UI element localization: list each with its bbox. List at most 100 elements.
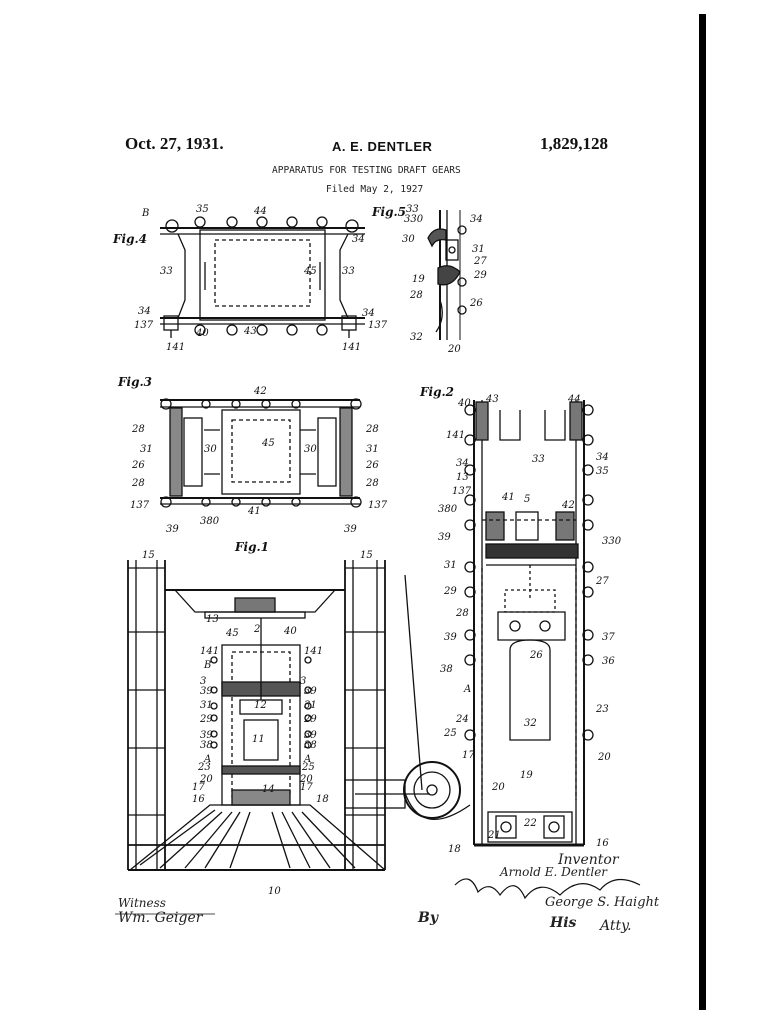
fig2-ref-numeral: 36 (602, 656, 615, 667)
fig3-ref-numeral: 31 (140, 444, 153, 455)
fig2-ref-numeral: 39 (438, 532, 451, 543)
fig5-ref-numeral: 28 (409, 290, 423, 301)
fig4-ref-numeral: 34 (138, 306, 151, 317)
fig1-ref-numeral: 20 (199, 774, 213, 785)
by-label: By (418, 910, 438, 926)
fig4-ref-numeral: 45 (303, 266, 317, 277)
fig1-ref-numeral: A (203, 754, 211, 765)
fig1-ref-numeral: 141 (304, 646, 323, 657)
fig1-ref-numeral: 31 (200, 700, 213, 711)
fig1-ref-numeral: 3 (300, 676, 306, 687)
fig2-ref-numeral: 39 (444, 632, 457, 643)
fig1-ref-numeral: 2 (253, 624, 260, 635)
fig5-ref-numeral: 31 (472, 244, 485, 255)
fig5-ref-numeral: 19 (412, 274, 425, 285)
fig1-ref-numeral: 38 (200, 740, 213, 751)
fig1-ref-numeral: 15 (142, 550, 155, 561)
patent-title: APPARATUS FOR TESTING DRAFT GEARS (272, 165, 461, 176)
fig2-ref-numeral: 32 (524, 718, 537, 729)
fig4-label: Fig.4 (113, 232, 147, 246)
fig3-ref-numeral: 28 (131, 424, 145, 435)
fig1-ref-numeral: 20 (299, 774, 313, 785)
fig1-ref-numeral: 18 (316, 794, 329, 805)
fig4-drawing (160, 216, 365, 338)
fig5-ref-numeral: 30 (402, 234, 415, 245)
fig2-ref-numeral: 43 (485, 394, 499, 405)
fig1-ref-numeral: 141 (200, 646, 219, 657)
fig2-label: Fig.2 (420, 385, 454, 399)
fig2-ref-numeral: 380 (438, 504, 458, 515)
fig1-ref-numeral: 3 (200, 676, 206, 687)
fig1-ref-numeral: 39 (304, 730, 317, 741)
fig1-ref-numeral: 23 (197, 762, 211, 773)
fig2-ref-numeral: 34 (456, 458, 469, 469)
fig5-ref-numeral: 29 (473, 270, 487, 281)
fig1-ref-numeral: 13 (206, 614, 219, 625)
fig1-ref-numeral: A (303, 754, 311, 765)
fig3-ref-numeral: 39 (344, 524, 357, 535)
fig2-ref-numeral: 20 (491, 782, 505, 793)
fig2-ref-numeral: 13 (456, 472, 469, 483)
fig2-ref-numeral: 22 (523, 818, 537, 829)
filed-date: Filed May 2, 1927 (326, 184, 424, 195)
inventor-signature: Arnold E. Dentler (500, 865, 608, 879)
fig3-ref-numeral: 26 (365, 460, 379, 471)
fig4-ref-numeral: 141 (166, 342, 185, 353)
fig2-ref-numeral: 18 (448, 844, 461, 855)
fig2-ref-numeral: 19 (520, 770, 533, 781)
fig1-label: Fig.1 (235, 540, 269, 554)
fig3-ref-numeral: 45 (261, 438, 275, 449)
fig1-ref-numeral: 14 (262, 784, 275, 795)
fig2-ref-numeral: 40 (457, 398, 471, 409)
fig3-ref-numeral: 28 (365, 424, 379, 435)
fig3-ref-numeral: 30 (304, 444, 317, 455)
fig3-ref-numeral: 31 (366, 444, 379, 455)
fig4-ref-numeral: 33 (342, 266, 355, 277)
fig5-label: Fig.5 (372, 205, 406, 219)
fig5-ref-numeral: 32 (410, 332, 423, 343)
fig1-ref-numeral: 29 (199, 714, 213, 725)
fig2-ref-numeral: 137 (452, 486, 472, 497)
fig5-ref-numeral: 34 (470, 214, 483, 225)
fig4-ref-numeral: 137 (134, 320, 154, 331)
fig2-ref-numeral: 23 (595, 704, 609, 715)
fig3-drawing (160, 398, 362, 508)
fig3-ref-numeral: 30 (204, 444, 217, 455)
fig2-drawing (464, 400, 594, 847)
fig2-ref-numeral: 37 (602, 632, 615, 643)
fig2-ref-numeral: 16 (596, 838, 609, 849)
fig2-ref-numeral: 28 (455, 608, 469, 619)
his-label: His (550, 915, 577, 931)
atty-label: Atty. (600, 918, 632, 934)
fig2-ref-numeral: 38 (440, 664, 453, 675)
fig4-ref-numeral: B (141, 208, 149, 219)
fig1-ref-numeral: 17 (192, 782, 205, 793)
fig5-drawing (427, 210, 467, 340)
fig4-ref-numeral: 33 (160, 266, 173, 277)
fig3-label: Fig.3 (118, 375, 152, 389)
fig1-ref-numeral: 45 (225, 628, 239, 639)
fig2-ref-numeral: 35 (596, 466, 609, 477)
fig4-ref-numeral: 34 (362, 308, 375, 319)
fig2-ref-numeral: 25 (443, 728, 457, 739)
fig4-ref-numeral: 141 (342, 342, 361, 353)
fig3-ref-numeral: 42 (253, 386, 267, 397)
fig4-ref-numeral: 35 (196, 204, 209, 215)
fig2-ref-numeral: A (463, 684, 471, 695)
fig2-ref-numeral: 31 (444, 560, 457, 571)
fig1-ref-numeral: 39 (200, 730, 213, 741)
fig1-ref-numeral: 39 (200, 686, 213, 697)
fig3-ref-numeral: 28 (131, 478, 145, 489)
fig3-ref-numeral: 41 (247, 506, 261, 517)
inventor-heading: Inventor (558, 852, 619, 868)
fig2-ref-numeral: 141 (446, 430, 465, 441)
fig4-ref-numeral: 137 (368, 320, 388, 331)
fig5-ref-numeral: 33 (406, 204, 419, 215)
fig1-ref-numeral: 29 (303, 714, 317, 725)
fig2-ref-numeral: 34 (596, 452, 609, 463)
fig1-ref-numeral: 12 (254, 700, 267, 711)
fig2-ref-numeral: 20 (597, 752, 611, 763)
fig1-ref-numeral: B (203, 660, 211, 671)
inventor-header: A. E. DENTLER (332, 139, 433, 154)
